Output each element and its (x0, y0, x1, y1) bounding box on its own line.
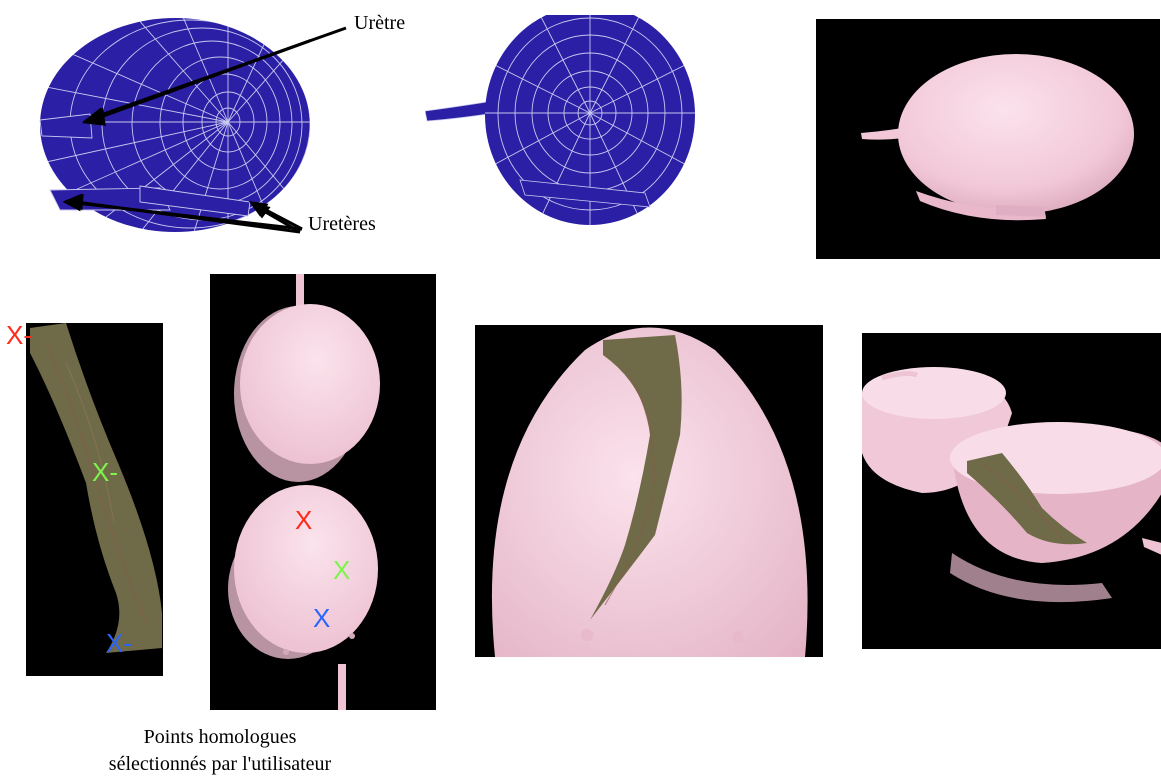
wireframe-bladder-side (425, 15, 770, 230)
marker-red-bladder: X (295, 507, 312, 533)
ureters-label: Uretères (308, 213, 376, 236)
texture-strip-panel (26, 323, 163, 676)
caption-line-1: Points homologues (60, 724, 380, 751)
marker-blue-bladder: X (313, 605, 330, 631)
textured-bladder-front (475, 325, 823, 657)
marker-blue-strip: X- (106, 630, 132, 656)
caption: Points homologues sélectionnés par l'uti… (60, 724, 380, 778)
textured-bladder-halves (862, 333, 1161, 649)
rendered-bladder-solid (816, 19, 1160, 259)
caption-line-2: sélectionnés par l'utilisateur (60, 751, 380, 778)
marker-red-strip: X- (6, 322, 32, 348)
bilobed-bladder-panel (210, 274, 436, 710)
marker-green-bladder: X (333, 557, 350, 583)
marker-green-strip: X- (92, 459, 118, 485)
wireframe-bladder-annotated (10, 10, 310, 245)
urethra-label: Urètre (354, 12, 405, 35)
